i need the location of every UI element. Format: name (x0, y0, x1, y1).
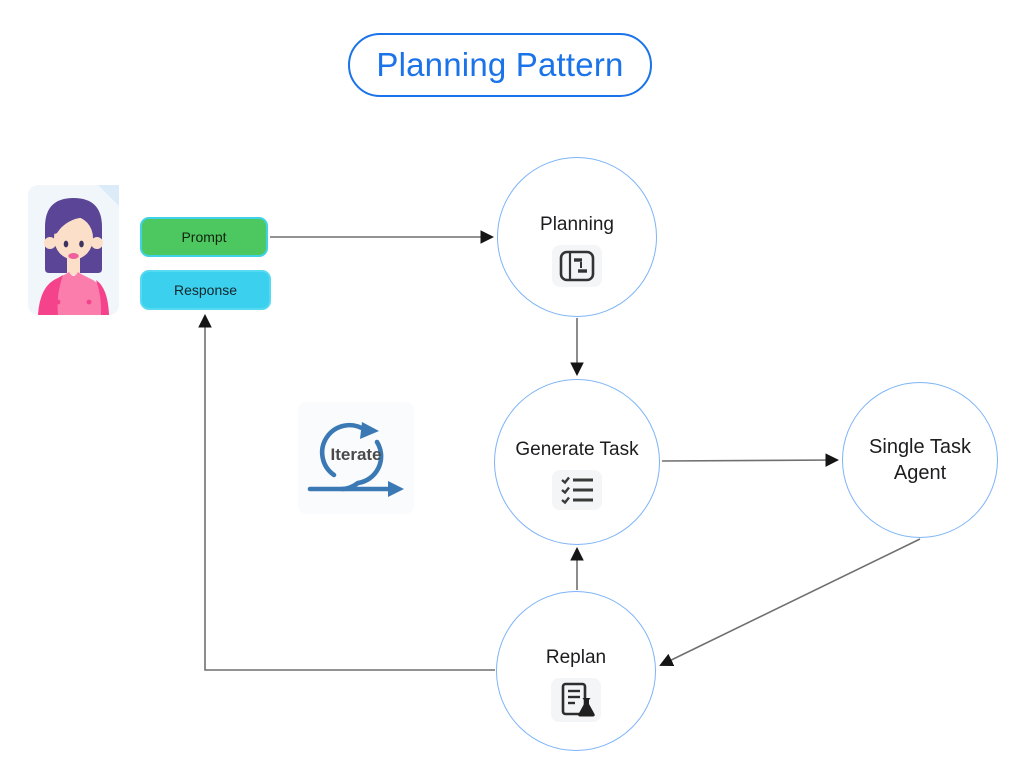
response-box: Response (140, 270, 271, 310)
node-planning-label: Planning (540, 213, 614, 235)
iterate-badge: Iterate (298, 402, 414, 514)
node-planning: Planning (497, 157, 657, 317)
edge-generate-task-to-single-task-agent (661, 453, 840, 467)
diagram-title: Planning Pattern (376, 46, 624, 83)
node-replan: Replan (496, 591, 656, 751)
iteration-loop-arrow-icon (307, 422, 404, 497)
response-label: Response (173, 282, 238, 298)
node-single-task-agent-label: Single Task Agent (869, 436, 971, 484)
node-generate-task-label: Generate Task (515, 438, 639, 460)
prompt-box: Prompt (140, 217, 268, 257)
gantt-chart-icon (552, 245, 602, 288)
document-flask-icon (551, 678, 601, 723)
edge-single-task-agent-to-replan (659, 538, 921, 667)
iterate-label: Iterate (330, 444, 382, 464)
diagram-title-pill: Planning Pattern (348, 33, 652, 97)
prompt-label: Prompt (181, 229, 227, 245)
node-replan-label: Replan (545, 646, 607, 668)
checklist-icon (552, 470, 602, 511)
user-avatar (28, 185, 119, 315)
woman-avatar-icon (28, 185, 119, 315)
node-single-task-agent: Single Task Agent (842, 382, 998, 538)
node-generate-task: Generate Task (494, 379, 660, 545)
